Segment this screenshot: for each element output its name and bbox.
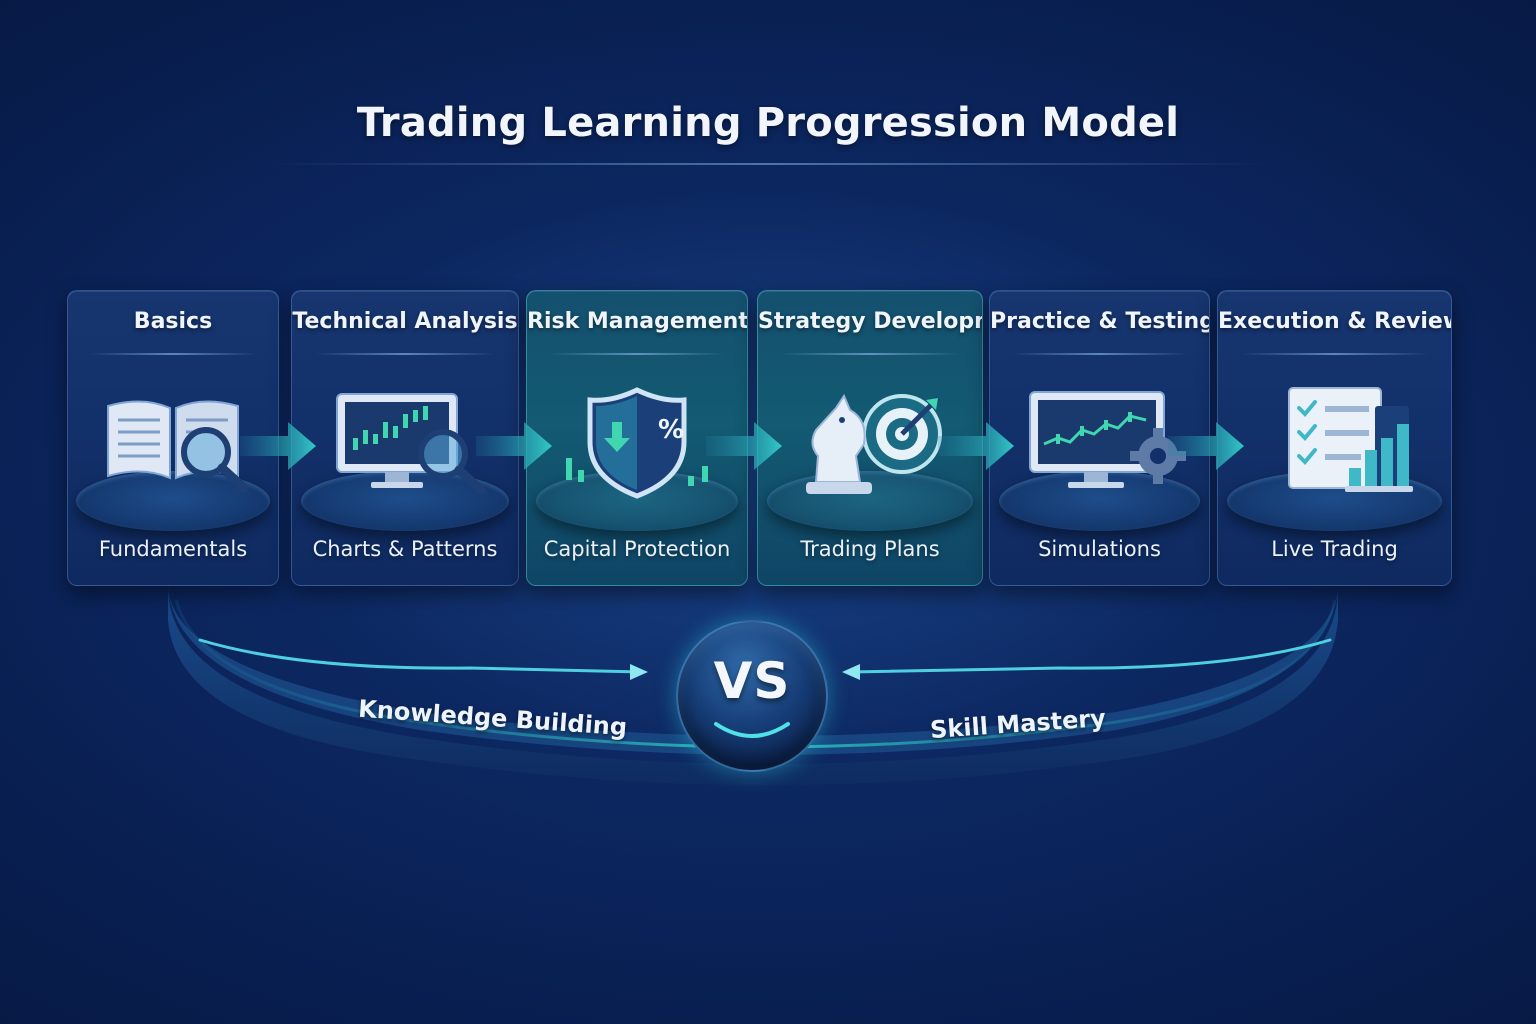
step-card-strategy-development: Strategy Development Trading Plans xyxy=(757,290,983,586)
chart-monitor-magnifier-icon xyxy=(292,386,518,501)
ring-arc-right xyxy=(850,638,1332,674)
ring-arrow-left-head xyxy=(630,664,648,680)
step-title: Practice & Testing xyxy=(990,309,1210,334)
svg-text:%: % xyxy=(658,415,684,445)
checklist-bar-chart-icon xyxy=(1218,386,1451,501)
step-title: Strategy Development xyxy=(758,309,982,334)
step-subtitle: Fundamentals xyxy=(98,537,248,561)
step-arrow-5 xyxy=(1168,422,1244,470)
step-title: Technical Analysis xyxy=(292,309,518,334)
step-title: Risk Management xyxy=(527,309,748,334)
icon-pedestal xyxy=(766,471,974,531)
step-subtitle: Simulations xyxy=(1038,537,1161,561)
ring-arrow-right-head xyxy=(842,664,860,680)
step-title: Execution & Review xyxy=(1218,309,1452,334)
shield-percent-icon: % xyxy=(527,386,747,501)
step-subtitle: Capital Protection xyxy=(543,537,731,561)
step-divider xyxy=(89,353,257,355)
ring-arc-left xyxy=(198,638,642,674)
step-arrow-1 xyxy=(240,422,316,470)
step-arrow-4 xyxy=(938,422,1014,470)
title-divider xyxy=(270,163,1266,165)
monitor-gear-icon xyxy=(990,386,1209,501)
vs-swoosh xyxy=(714,722,790,738)
step-subtitle: Charts & Patterns xyxy=(312,537,498,561)
step-subtitle: Trading Plans xyxy=(800,537,940,561)
step-divider xyxy=(314,353,496,355)
vs-badge: VS xyxy=(676,620,828,772)
step-divider xyxy=(1241,353,1428,355)
step-card-execution-review: Execution & Review xyxy=(1217,290,1452,586)
open-book-magnifier-icon xyxy=(68,386,278,501)
chess-knight-target-icon xyxy=(758,386,982,501)
step-subtitle: Live Trading xyxy=(1271,537,1398,561)
page-title: Trading Learning Progression Model xyxy=(356,100,1180,146)
step-arrow-3 xyxy=(706,422,782,470)
step-divider xyxy=(1011,353,1188,355)
step-divider xyxy=(780,353,960,355)
step-card-basics: Basics Fundamentals xyxy=(67,290,279,586)
step-title: Basics xyxy=(133,309,213,334)
step-divider xyxy=(549,353,725,355)
step-arrow-2 xyxy=(476,422,552,470)
vs-label: VS xyxy=(713,652,791,710)
